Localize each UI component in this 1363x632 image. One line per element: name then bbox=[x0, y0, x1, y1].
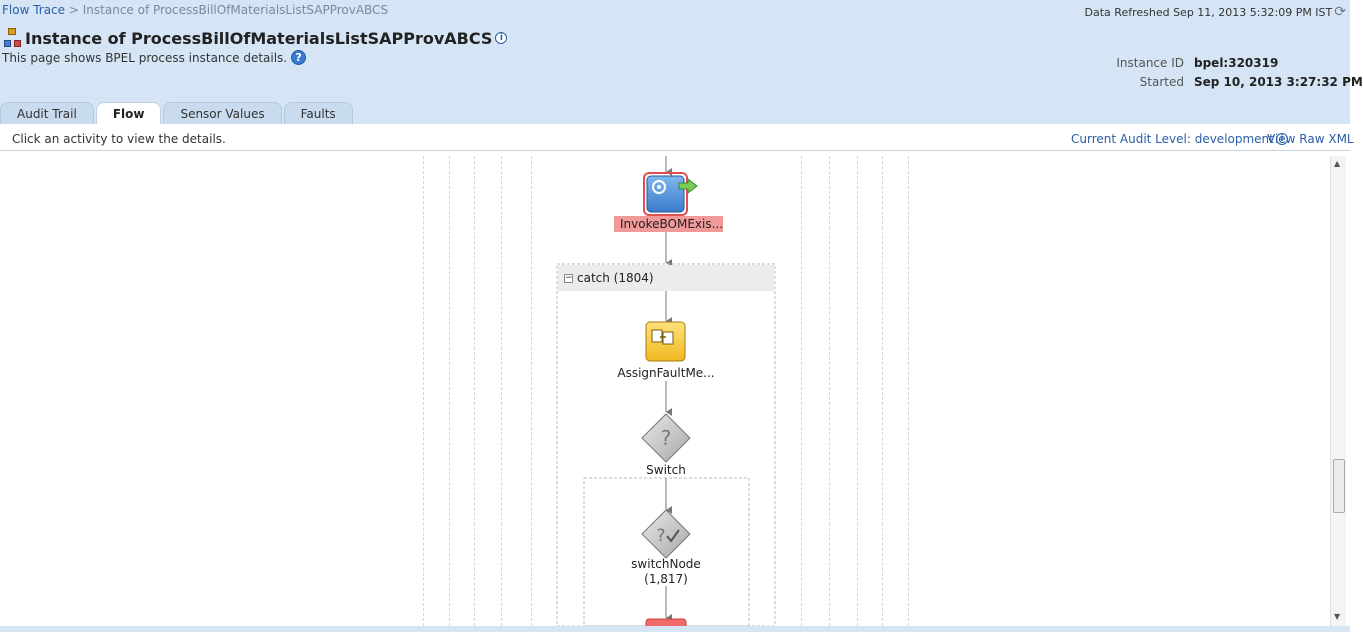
tab-audit-trail[interactable]: Audit Trail bbox=[0, 102, 94, 124]
data-refreshed-status: Data Refreshed Sep 11, 2013 5:32:09 PM I… bbox=[1085, 4, 1346, 20]
scroll-thumb[interactable] bbox=[1333, 459, 1345, 513]
bpel-process-icon bbox=[4, 28, 22, 48]
svg-text:?: ? bbox=[656, 526, 665, 546]
instance-id-row: Instance ID bpel:320319 bbox=[1114, 53, 1330, 72]
page-description-row: This page shows BPEL process instance de… bbox=[2, 50, 307, 65]
view-raw-xml-link[interactable]: View Raw XML bbox=[1267, 132, 1354, 146]
svg-text:?: ? bbox=[661, 426, 672, 450]
breadcrumb: Flow Trace > Instance of ProcessBillOfMa… bbox=[2, 3, 388, 17]
flow-canvas[interactable]: ? ? InvokeBOMExis... − catch (1804) Assi… bbox=[0, 156, 1330, 632]
breadcrumb-current: Instance of ProcessBillOfMaterialsListSA… bbox=[82, 3, 389, 17]
breadcrumb-flow-trace-link[interactable]: Flow Trace bbox=[2, 3, 66, 17]
lane-divider bbox=[474, 156, 475, 626]
audit-level-info-icon[interactable]: i bbox=[1275, 133, 1288, 145]
lane-divider bbox=[829, 156, 830, 626]
tab-faults[interactable]: Faults bbox=[283, 102, 353, 124]
invoke-icon[interactable] bbox=[643, 172, 698, 216]
tab-flow[interactable]: Flow bbox=[95, 102, 162, 124]
instance-meta: Instance ID bpel:320319 Started Sep 10, … bbox=[1114, 53, 1363, 91]
title-row: Instance of ProcessBillOfMaterialsListSA… bbox=[4, 28, 508, 48]
started-value: Sep 10, 2013 3:27:32 PM bbox=[1194, 74, 1363, 89]
switch-node-label[interactable]: switchNode bbox=[631, 557, 701, 571]
flow-toolbar: Click an activity to view the details. C… bbox=[0, 124, 1354, 151]
lane-divider bbox=[801, 156, 802, 626]
catch-label[interactable]: catch (1804) bbox=[577, 271, 654, 285]
started-label: Started bbox=[1139, 74, 1184, 89]
started-row: Started Sep 10, 2013 3:27:32 PM bbox=[1114, 72, 1363, 91]
lane-divider bbox=[501, 156, 502, 626]
page-description: This page shows BPEL process instance de… bbox=[2, 50, 288, 65]
lane-divider bbox=[423, 156, 424, 626]
lane-divider bbox=[449, 156, 450, 626]
catch-label-row[interactable]: − catch (1804) bbox=[564, 271, 654, 285]
breadcrumb-separator: > bbox=[68, 3, 79, 17]
assign-icon[interactable] bbox=[645, 321, 686, 362]
flow-hint: Click an activity to view the details. bbox=[12, 132, 226, 146]
lane-divider bbox=[531, 156, 532, 626]
vertical-scrollbar[interactable]: ▲ ▼ bbox=[1330, 156, 1346, 626]
invoke-activity-label[interactable]: InvokeBOMExis... bbox=[614, 216, 723, 232]
info-icon[interactable]: i bbox=[495, 32, 508, 44]
switch-node-count: (1,817) bbox=[644, 572, 688, 586]
instance-id-label: Instance ID bbox=[1116, 55, 1184, 70]
scroll-down-arrow[interactable]: ▼ bbox=[1334, 612, 1341, 621]
collapse-icon[interactable]: − bbox=[564, 272, 573, 283]
scroll-up-arrow[interactable]: ▲ bbox=[1334, 159, 1341, 168]
audit-level-text[interactable]: Current Audit Level: development bbox=[1071, 132, 1274, 146]
tab-bar: Audit Trail Flow Sensor Values Faults bbox=[0, 102, 355, 124]
page-title: Instance of ProcessBillOfMaterialsListSA… bbox=[25, 28, 493, 48]
catch-scope-header[interactable] bbox=[558, 265, 774, 291]
switch-icon[interactable]: ? bbox=[641, 413, 691, 463]
refresh-icon[interactable]: ⟳ bbox=[1334, 4, 1346, 20]
lane-divider bbox=[882, 156, 883, 626]
assign-activity-label[interactable]: AssignFaultMe... bbox=[617, 366, 715, 380]
bottom-bar bbox=[0, 626, 1350, 632]
catch-header[interactable]: − catch (1804) bbox=[564, 271, 654, 285]
page-header: Flow Trace > Instance of ProcessBillOfMa… bbox=[0, 0, 1363, 124]
tab-sensor-values[interactable]: Sensor Values bbox=[163, 102, 282, 124]
switch-node-icon[interactable]: ? bbox=[641, 509, 691, 559]
flow-diagram: ? ? bbox=[556, 156, 776, 632]
lane-divider bbox=[908, 156, 909, 626]
switch-activity-label[interactable]: Switch bbox=[646, 463, 686, 477]
audit-level-link[interactable]: Current Audit Level: development i bbox=[1071, 132, 1288, 146]
instance-id-value: bpel:320319 bbox=[1194, 55, 1279, 70]
lane-divider bbox=[857, 156, 858, 626]
data-refreshed-text: Data Refreshed Sep 11, 2013 5:32:09 PM I… bbox=[1084, 5, 1333, 19]
help-icon[interactable]: ? bbox=[291, 50, 307, 65]
